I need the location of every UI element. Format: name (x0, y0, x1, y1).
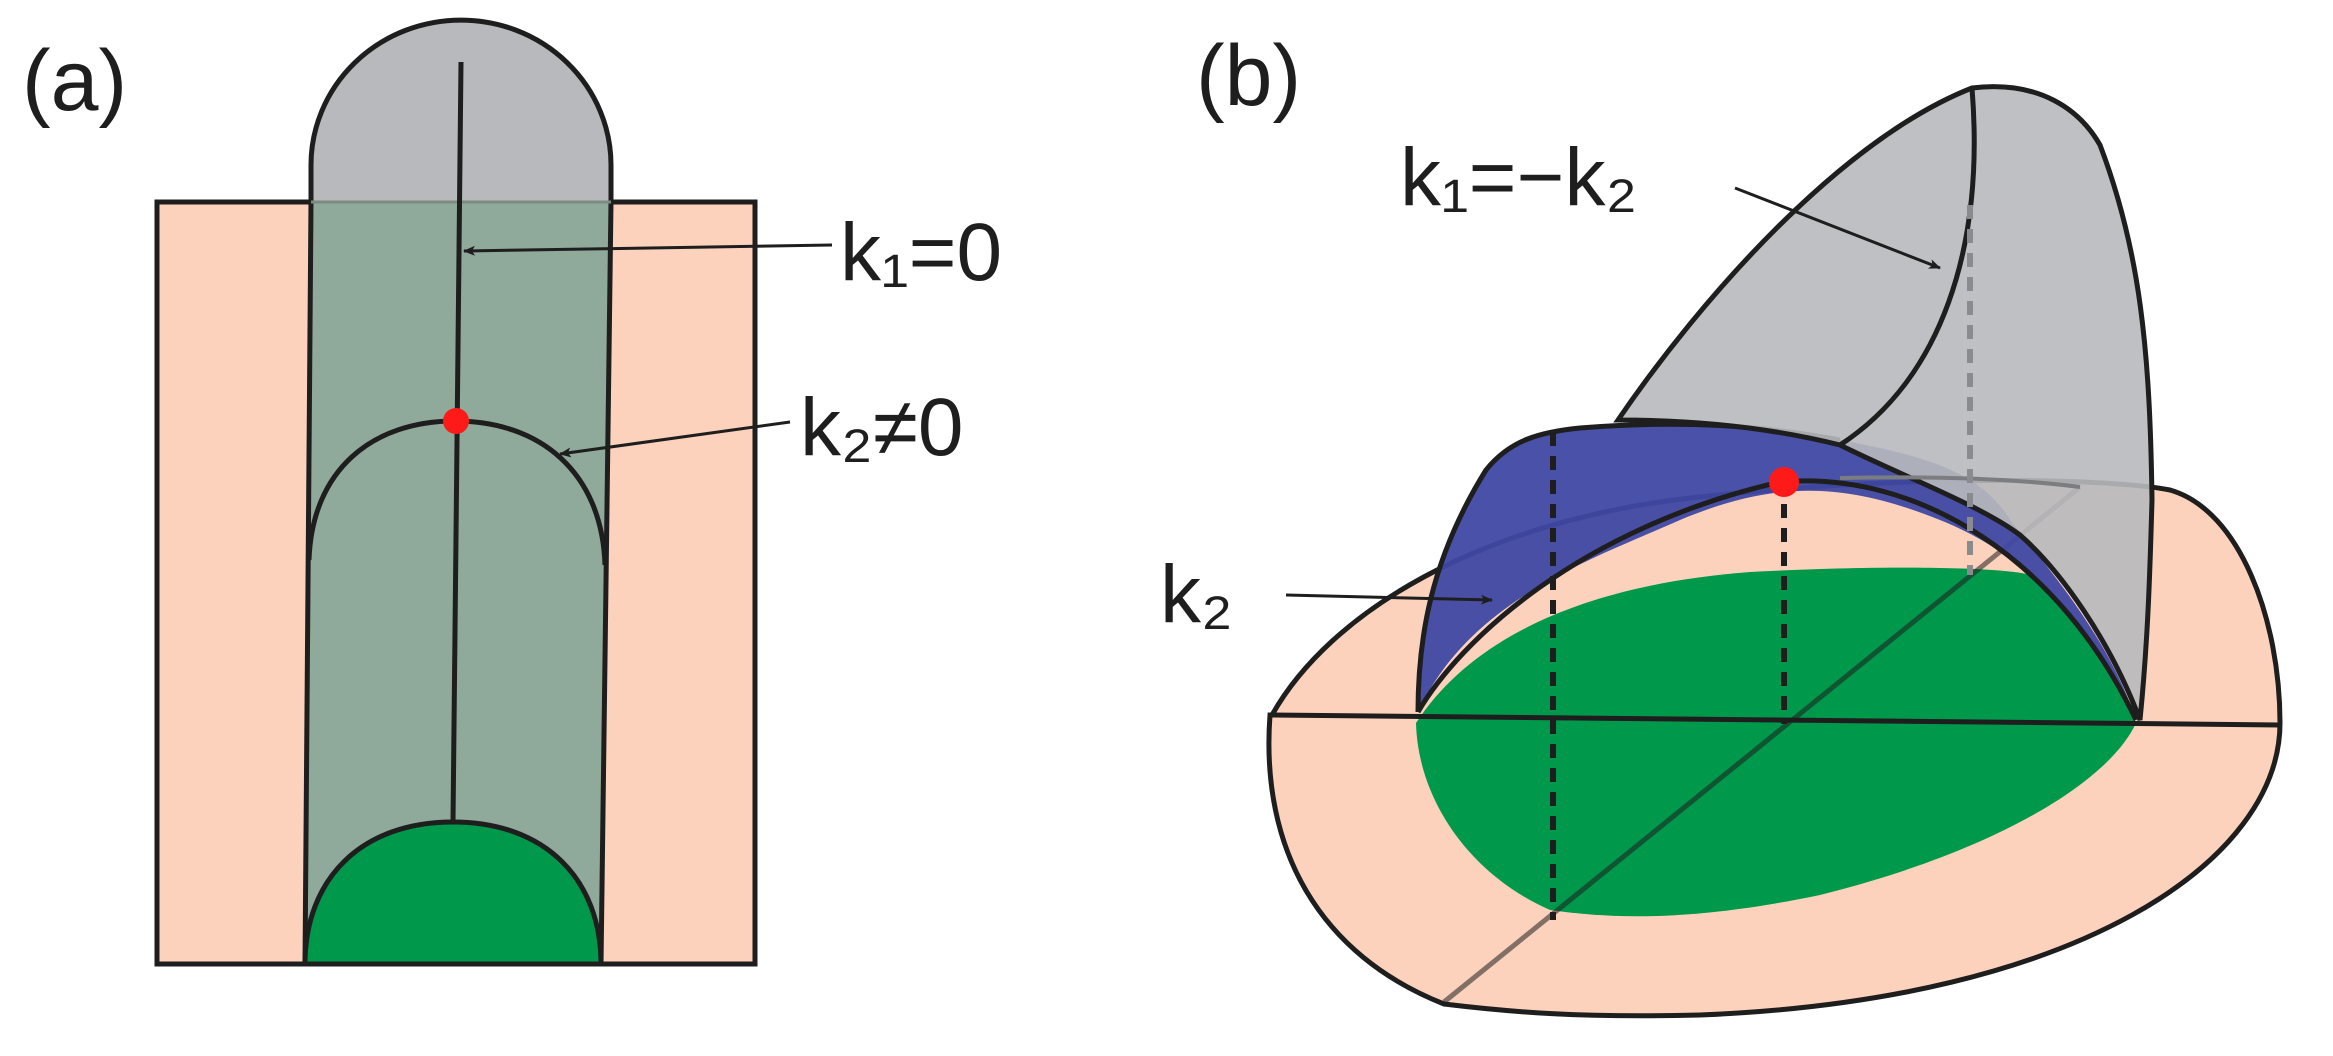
base-axis-horizontal-b (1271, 712, 2281, 728)
grey-cap-outline-a (308, 17, 614, 202)
annotation-k1-a: k₁=0 (840, 207, 1002, 298)
arrow-k2-b (1285, 593, 1493, 605)
red-dot-b (1769, 467, 1799, 497)
curve-k1-b (1838, 87, 1977, 448)
tube-left-edge-a (302, 201, 314, 965)
grey-surface-b (1613, 84, 2155, 721)
arrow-k1-b (1734, 186, 1941, 270)
panel-a: (a) k₁=0 k₂≠0 (22, 17, 1002, 967)
straight-line-a (450, 61, 464, 823)
annotation-k1-b: k₁=−k₂ (1400, 132, 1637, 223)
tube-right-edge-a (598, 201, 614, 965)
panel-b-label: (b) (1196, 28, 1301, 124)
arrow-k1-a (463, 243, 833, 256)
arrow-k2-a (559, 420, 791, 458)
annotation-k2-b: k₂ (1160, 549, 1233, 640)
panel-a-label: (a) (22, 33, 127, 129)
annotation-k2-a: k₂≠0 (800, 382, 963, 473)
panel-b: (b) k₁=−k₂ k₂ (1160, 28, 2283, 1019)
red-dot-a (443, 408, 469, 434)
green-region-b (1416, 567, 2136, 917)
